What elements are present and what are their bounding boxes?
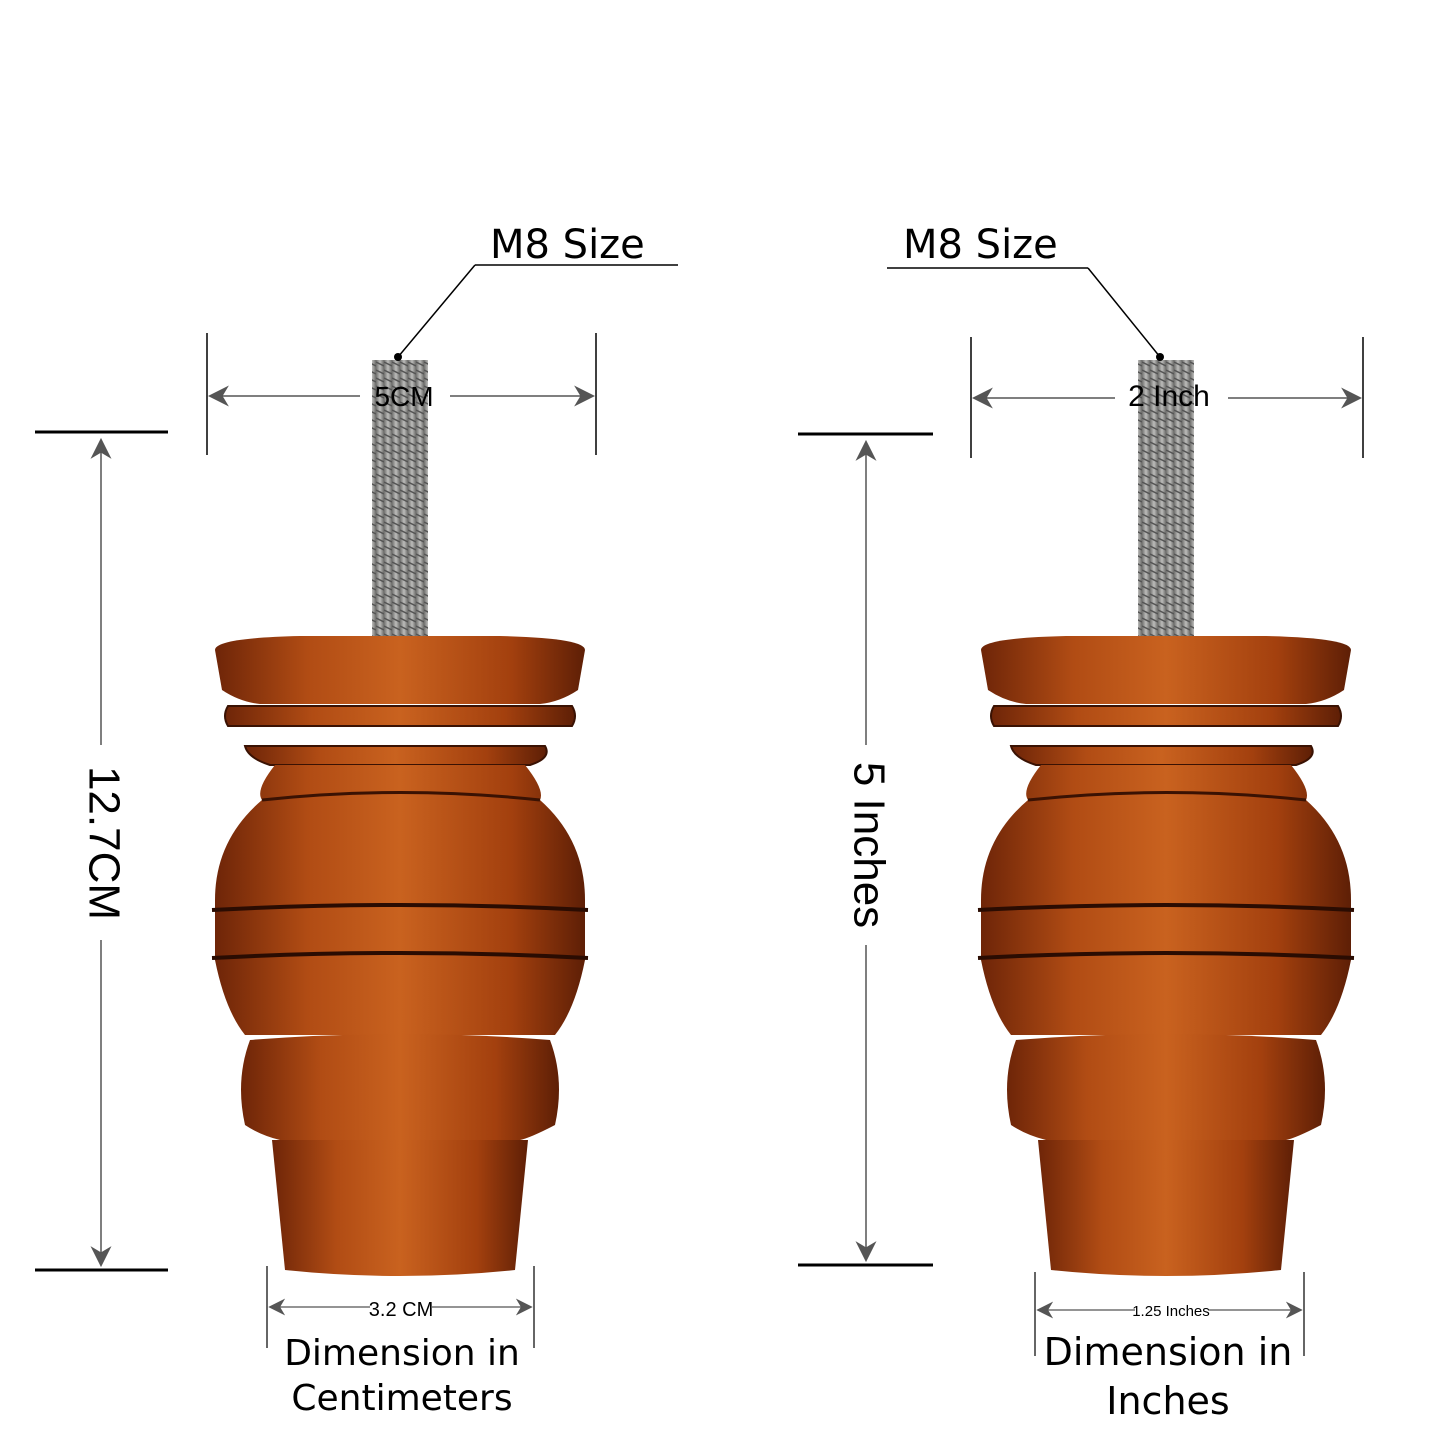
top-width-dimension: 5CM — [206, 333, 597, 455]
height-label: 12.7CM — [79, 766, 128, 920]
top-width-label: 5CM — [374, 381, 433, 412]
bolt-callout: M8 Size — [887, 222, 1164, 361]
caption-line1: Dimension in — [1044, 1330, 1293, 1374]
bottom-width-label: 1.25 Inches — [1132, 1303, 1210, 1320]
wooden-leg-image — [976, 358, 1356, 1278]
cm-diagram: M8 Size 5CM 12.7CM 3.2 CM Dimension in C… — [35, 222, 678, 1419]
caption-line2: Inches — [1106, 1379, 1229, 1423]
height-label: 5 Inches — [844, 762, 893, 928]
bolt-size-label: M8 Size — [490, 222, 645, 268]
caption-line2: Centimeters — [291, 1378, 512, 1419]
bottom-width-label: 3.2 CM — [369, 1299, 433, 1321]
caption-line1: Dimension in — [284, 1333, 520, 1374]
top-width-dimension: 2 Inch — [970, 337, 1364, 458]
bolt-size-label: M8 Size — [903, 222, 1058, 268]
wooden-leg-image — [210, 358, 590, 1278]
bottom-width-dimension: 3.2 CM — [266, 1266, 535, 1348]
height-dimension: 5 Inches — [798, 432, 933, 1267]
top-width-label: 2 Inch — [1128, 380, 1210, 413]
bottom-width-dimension: 1.25 Inches — [1034, 1272, 1305, 1356]
inch-diagram: M8 Size 2 Inch 5 Inches 1.25 Inches Dime… — [798, 222, 1364, 1423]
bolt-callout: M8 Size — [394, 222, 678, 361]
height-dimension: 12.7CM — [35, 430, 168, 1272]
